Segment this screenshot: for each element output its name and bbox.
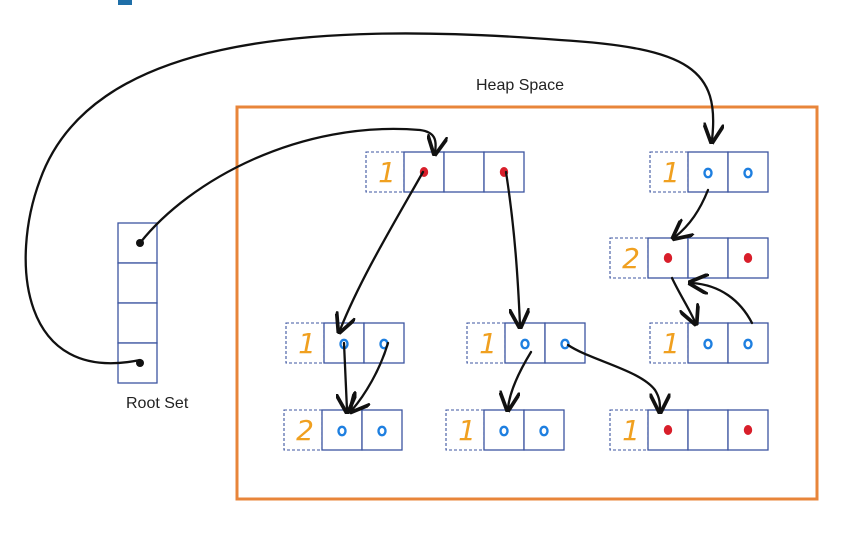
top-edge-mark <box>118 0 132 5</box>
red-pointer-dot <box>743 425 753 435</box>
ref-count-digit: 1 <box>662 156 680 189</box>
heap-space-label: Heap Space <box>476 77 565 94</box>
root-set-label: Root Set <box>126 395 189 412</box>
blue-pointer-dot <box>743 338 753 350</box>
heap-object-left-bottom: 2 <box>283 409 403 451</box>
ref-count-digit: 1 <box>479 327 497 360</box>
reference-arrow <box>24 32 714 365</box>
field-cell <box>544 322 586 364</box>
ref-count-cell <box>609 237 649 279</box>
heap-object-right-lower: 1 <box>649 322 769 364</box>
reference-arrows <box>24 32 754 410</box>
reference-arrow <box>352 341 390 410</box>
field-cell <box>727 151 769 193</box>
reference-arrow <box>692 283 754 325</box>
root-set-stack <box>117 222 158 384</box>
field-cell <box>443 151 485 193</box>
ref-count-digit: 1 <box>378 156 396 189</box>
ref-count-cell <box>609 409 649 451</box>
field-cell <box>523 409 565 451</box>
field-cell <box>361 409 403 451</box>
ref-count-cell <box>283 409 323 451</box>
blue-pointer-dot <box>377 425 387 437</box>
heap-object-right-mid: 2 <box>609 237 769 279</box>
heap-object-right-bottom: 1 <box>609 409 769 451</box>
heap-object-top: 1 <box>365 151 525 193</box>
heap-space-border <box>235 105 819 501</box>
reference-arrow <box>670 276 695 322</box>
ref-count-digit: 2 <box>296 414 314 447</box>
blue-pointer-dot <box>743 167 753 179</box>
field-cell <box>483 409 525 451</box>
blue-pointer-dot <box>703 167 713 179</box>
field-cell <box>687 409 729 451</box>
field-cell <box>687 237 729 279</box>
field-cell <box>504 322 546 364</box>
ref-count-digit: 1 <box>622 414 640 447</box>
reference-arrow <box>340 170 425 330</box>
field-cell <box>687 151 729 193</box>
heap-object-right-top: 1 <box>649 151 769 193</box>
ref-count-digit: 1 <box>662 327 680 360</box>
blue-pointer-dot <box>499 425 509 437</box>
heap-object-center-mid: 1 <box>466 322 586 364</box>
blue-pointer-dot <box>539 425 549 437</box>
reference-arrow <box>566 343 660 410</box>
ref-count-digit: 1 <box>458 414 476 447</box>
field-cell <box>687 322 729 364</box>
reference-arrow <box>138 127 436 245</box>
reference-arrow <box>675 188 710 237</box>
blue-pointer-dot <box>520 338 530 350</box>
heap-objects: 1 1 2 1 1 1 2 1 1 <box>283 151 769 451</box>
field-cell <box>321 409 363 451</box>
blue-pointer-dot <box>703 338 713 350</box>
field-cell <box>727 322 769 364</box>
root-slot <box>117 262 158 304</box>
red-pointer-dot <box>663 253 673 263</box>
ref-count-cell <box>445 409 485 451</box>
heap-object-center-bottom: 1 <box>445 409 565 451</box>
reference-arrow <box>508 350 533 408</box>
reference-arrow <box>504 170 520 325</box>
ref-count-digit: 1 <box>298 327 316 360</box>
ref-count-digit: 2 <box>622 242 640 275</box>
red-pointer-dot <box>743 253 753 263</box>
ref-count-cell <box>365 151 405 193</box>
blue-pointer-dot <box>337 425 347 437</box>
red-pointer-dot <box>663 425 673 435</box>
root-slot <box>117 302 158 344</box>
